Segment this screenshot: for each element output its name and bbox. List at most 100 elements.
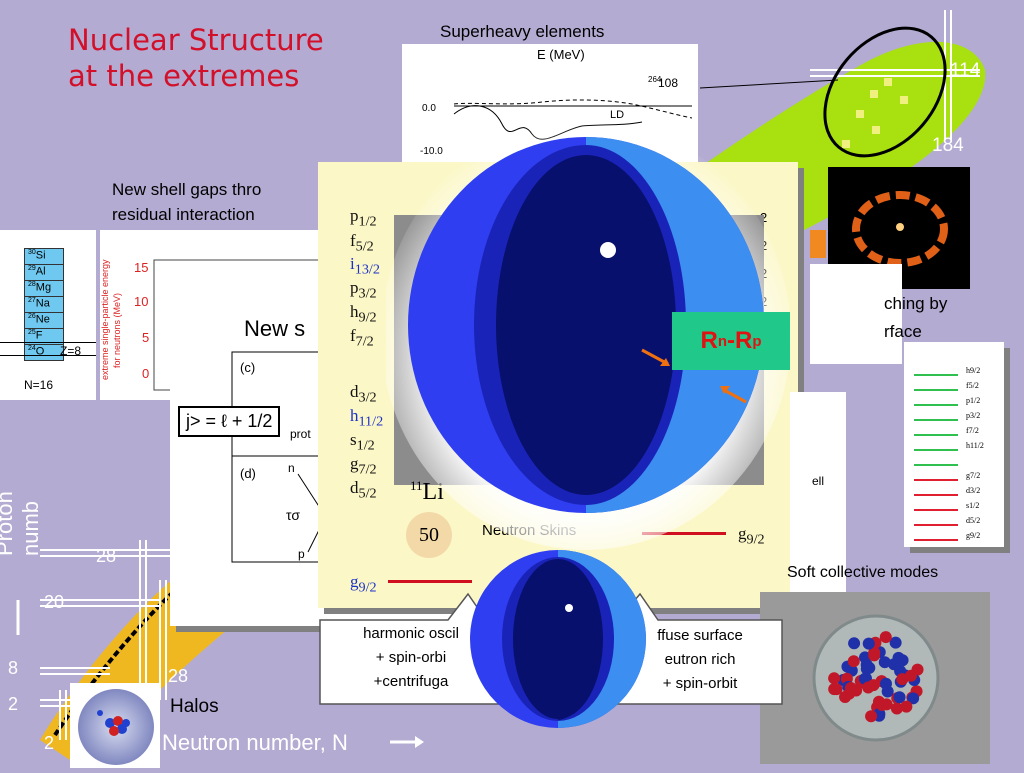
magic-28-top-label: 28 — [96, 546, 117, 566]
sh-y0: 0.0 — [422, 103, 436, 114]
nucleon-ball — [879, 631, 892, 644]
nucleon-ball — [879, 677, 892, 690]
magic-20-label: 20 — [44, 592, 65, 612]
nucleon-ball — [843, 687, 856, 700]
level-label: d5/2 — [966, 516, 981, 525]
level-line — [914, 464, 958, 466]
nucleon-ball — [896, 654, 909, 667]
energy-ylabel-1: extreme single-particle energy — [100, 259, 110, 380]
nucleon-ball — [865, 710, 878, 723]
nucleon-ball — [862, 637, 875, 650]
level-line — [914, 419, 958, 421]
orbital-label: s1/2 — [350, 430, 375, 454]
nucleon-ball — [904, 669, 917, 682]
level-line — [914, 494, 958, 496]
nucleon-ball — [860, 662, 873, 675]
energy-tick-15: 15 — [134, 260, 148, 275]
title-line-1: Nuclear Structure — [68, 23, 324, 57]
quenching-panel — [810, 264, 902, 364]
level-label: f5/2 — [966, 381, 979, 390]
diag-n: n — [288, 461, 295, 475]
level-label: g7/2 — [966, 471, 981, 480]
energy-ylabel-2: for neutrons (MeV) — [112, 293, 122, 368]
diag-tau: τσ — [286, 507, 300, 523]
orbital-label: d5/2 — [350, 478, 377, 502]
orange-tab — [810, 230, 826, 258]
shell-gaps-line-2: residual interaction — [112, 205, 255, 224]
quenching-line-1: ching by — [884, 294, 948, 313]
fifty-badge: 50 — [406, 512, 452, 558]
magic-184-label: 184 — [932, 135, 964, 156]
nucleon-ball — [828, 672, 841, 685]
level-line — [914, 404, 958, 406]
nucleon-ball — [872, 695, 885, 708]
diffuse-text: ffuse surface eutron rich + spin-orbit — [630, 624, 770, 696]
neutron-axis-label: Neutron number, N — [162, 730, 348, 755]
level-line — [914, 449, 958, 451]
orbital-g92-right: g9/2 — [738, 524, 765, 548]
level-line — [914, 539, 958, 541]
level-label: f7/2 — [966, 426, 979, 435]
harmonic-line-3: +centrifuga — [373, 673, 449, 690]
diffuse-line-1: ffuse surface — [657, 627, 743, 644]
level-label: g9/2 — [966, 531, 981, 540]
rn-rp-arrows — [641, 348, 747, 404]
soft-modes-image — [760, 592, 990, 764]
ell-label: ell — [812, 474, 825, 488]
g92-left-line — [388, 580, 472, 583]
energy-tick-10: 10 — [134, 294, 148, 309]
isotope-cell: 24O — [24, 344, 64, 361]
quenching-line-2: rface — [884, 322, 922, 341]
shell-gaps-line-1: New shell gaps thro — [112, 180, 262, 199]
magic-28-bottom-label: 28 — [168, 666, 189, 686]
orbital-label: f7/2 — [350, 326, 374, 350]
orbital-label: h11/2 — [350, 406, 384, 430]
nucleon-ball — [878, 656, 891, 669]
energy-tick-5: 5 — [142, 330, 149, 345]
orbital-g92-left: g9/2 — [350, 572, 377, 596]
level-label: s1/2 — [966, 501, 980, 510]
level-line — [914, 389, 958, 391]
diffuse-line-2: eutron rich — [664, 651, 736, 668]
nucleon-ball — [889, 636, 902, 649]
sh-element: 108 — [658, 76, 678, 90]
harmonic-line-1: harmonic oscil — [363, 625, 459, 642]
n16-label: N=16 — [24, 378, 54, 392]
nucleon-ball — [890, 702, 903, 715]
energy-tick-0: 0 — [142, 366, 149, 381]
level-label: h11/2 — [966, 441, 984, 450]
diag-prot: prot — [290, 427, 311, 441]
slide-title: Nuclear Structure at the extremes — [68, 22, 324, 94]
sh-y1: -10.0 — [420, 146, 443, 157]
isotope-cell: 28Mg — [24, 280, 64, 297]
diag-d: (d) — [240, 466, 256, 481]
halos-label: Halos — [170, 696, 219, 717]
magic-114-label: 114 — [950, 60, 981, 81]
isotope-cell: 26Ne — [24, 312, 64, 329]
diag-p: p — [298, 547, 305, 561]
level-line — [914, 509, 958, 511]
orbital-label: h9/2 — [350, 302, 377, 326]
magic-2-bottom-label: 2 — [44, 733, 55, 753]
isotope-cell: 29Al — [24, 264, 64, 281]
nuclide-squares — [842, 78, 908, 148]
isotope-cell: 30Si — [24, 248, 64, 265]
harmonic-line-2: + spin-orbi — [375, 649, 447, 666]
nucleon-ball — [847, 655, 860, 668]
magic-2-left-label: 2 — [8, 694, 19, 714]
isotope-cell: 27Na — [24, 296, 64, 313]
orbital-label: f5/2 — [350, 231, 374, 255]
level-line — [914, 374, 958, 376]
nucleon-ball — [907, 692, 920, 705]
level-line — [914, 524, 958, 526]
sh-ylabel: E (MeV) — [537, 47, 585, 62]
diag-c: (c) — [240, 360, 255, 375]
orbital-label: p3/2 — [350, 278, 377, 302]
g92-right-line — [642, 532, 726, 535]
z8-label: Z=8 — [60, 344, 82, 358]
level-label: d3/2 — [966, 486, 981, 495]
level-line — [914, 479, 958, 481]
level-label: p3/2 — [966, 411, 981, 420]
